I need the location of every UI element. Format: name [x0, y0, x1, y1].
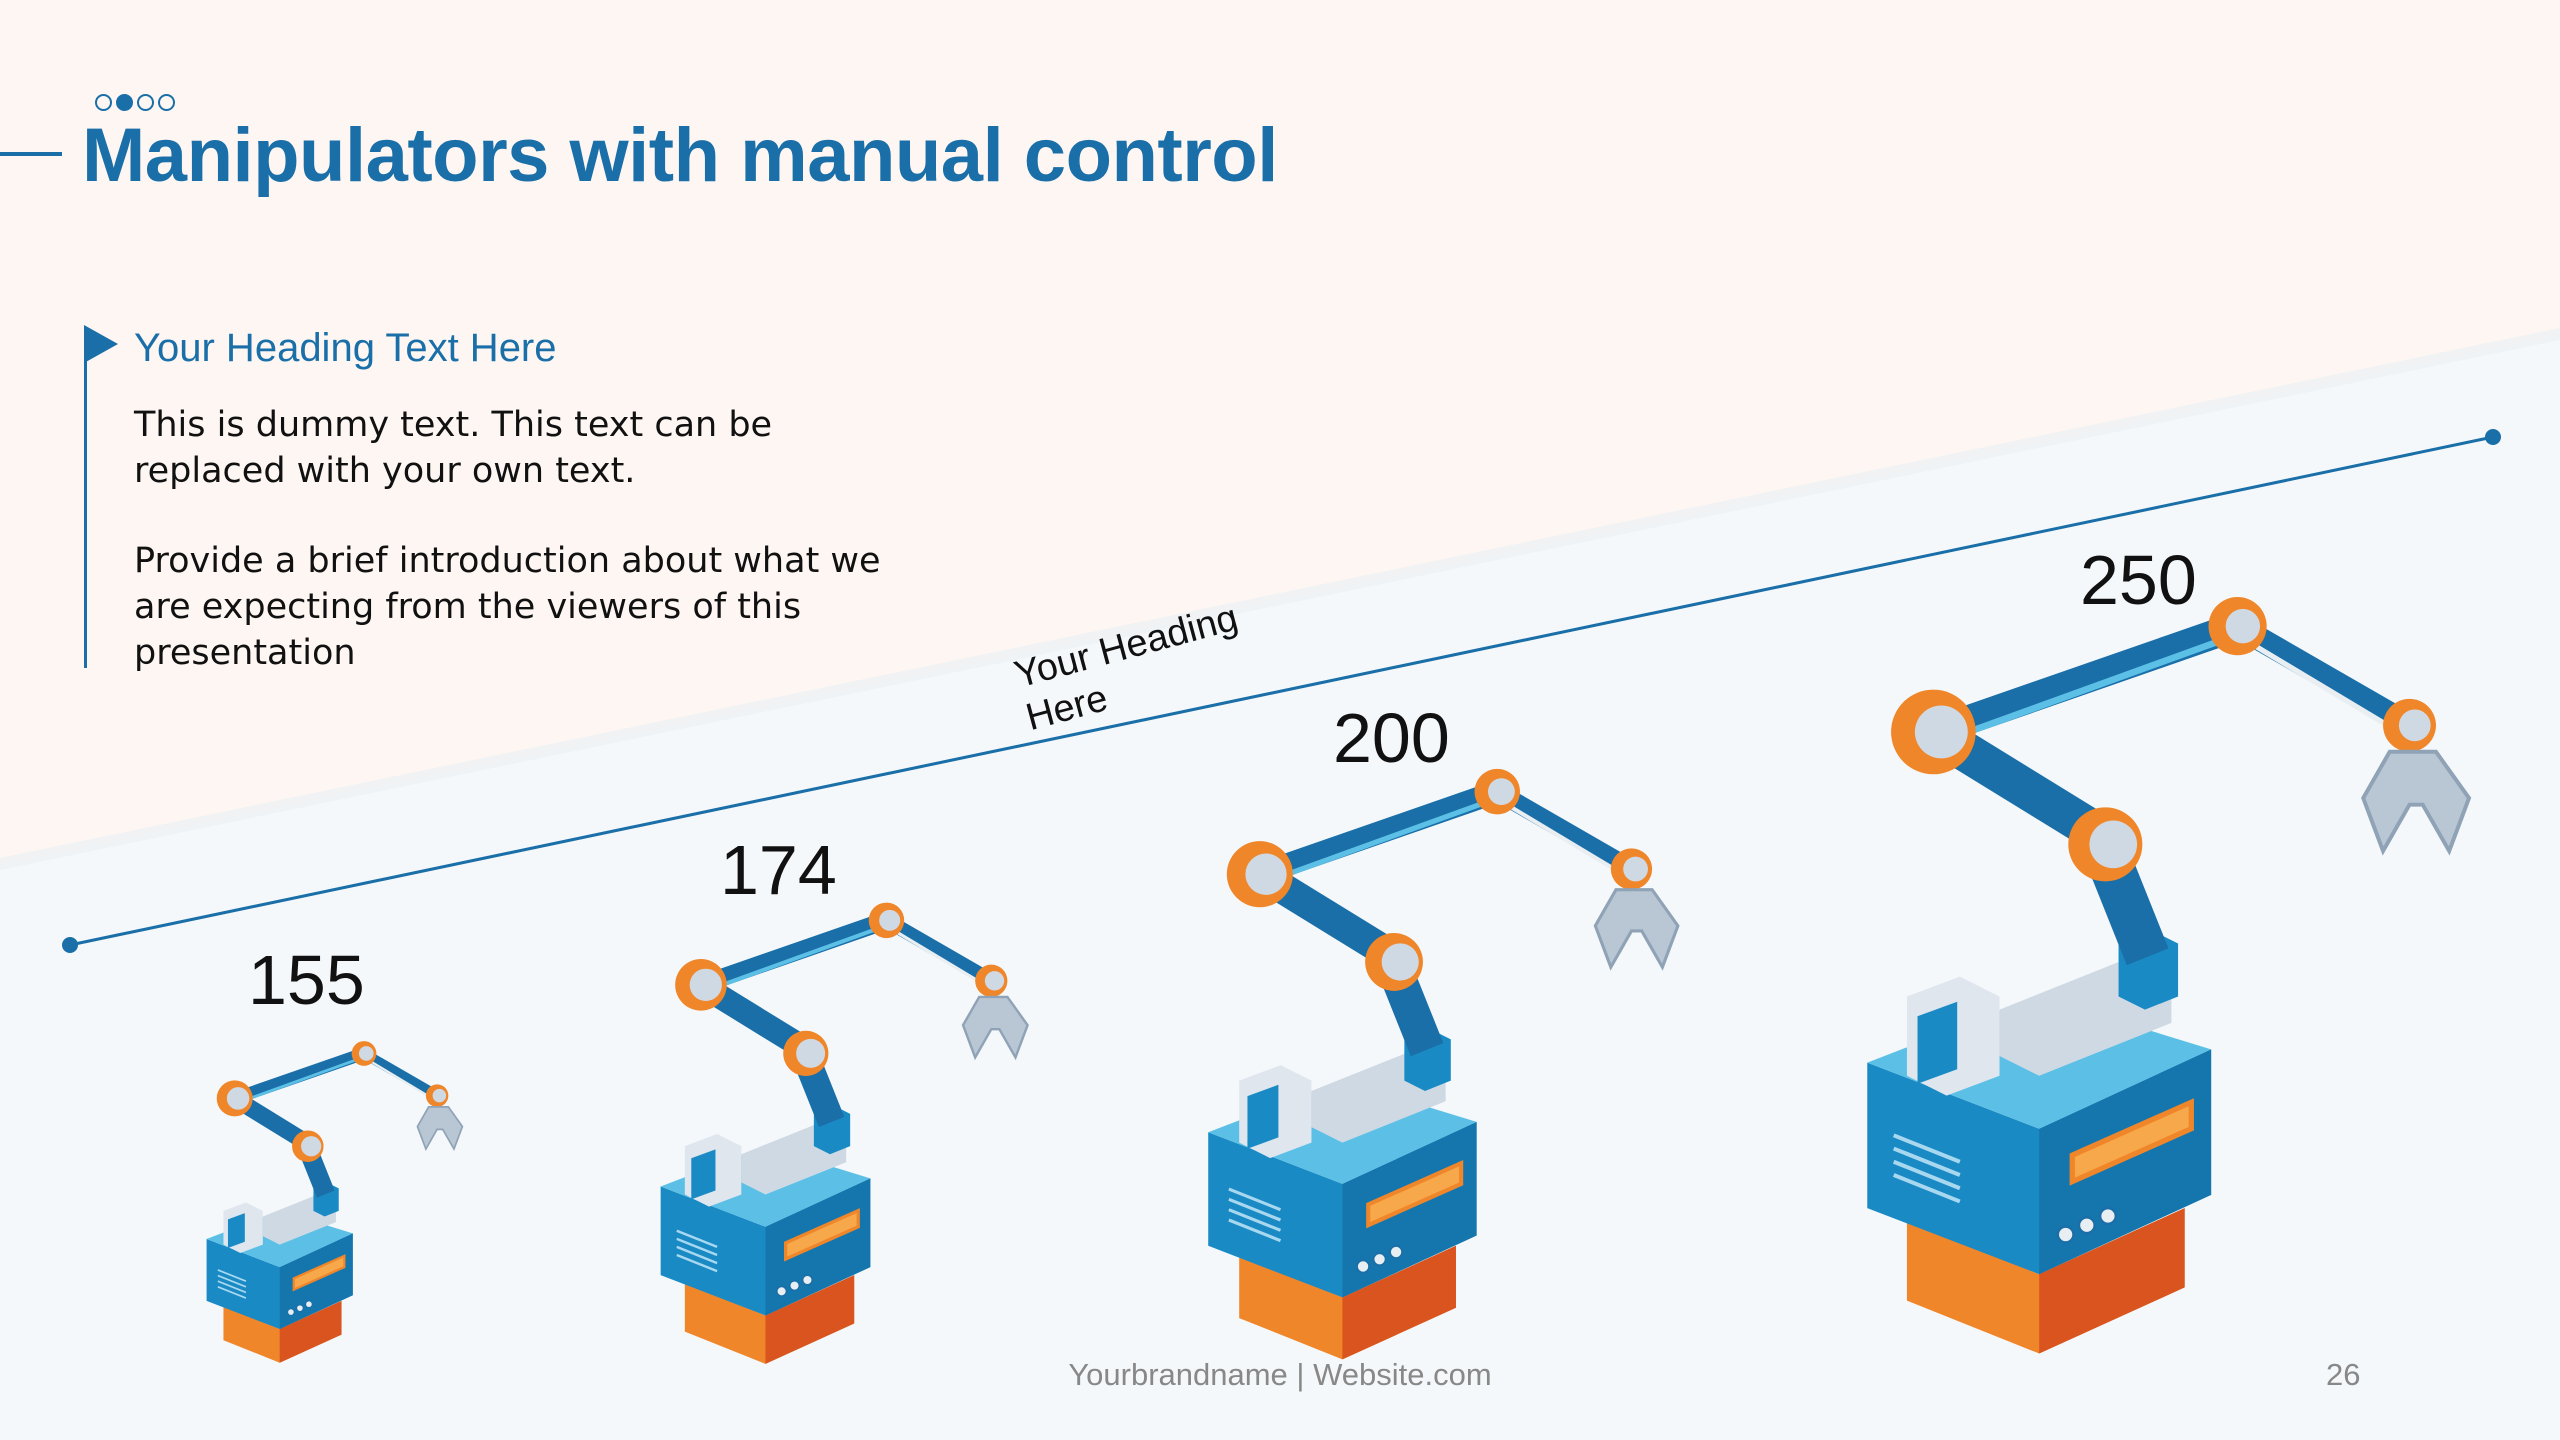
value-label-2: 174 — [720, 831, 837, 909]
slide-title: Manipulators with manual control — [82, 113, 1278, 198]
heading-flag-icon — [84, 325, 118, 363]
slide-dots-icon — [95, 94, 175, 111]
page-number: 26 — [2326, 1357, 2361, 1392]
paragraph-2: Provide a brief introduction about what … — [134, 541, 881, 673]
trend-line-end-dot — [2485, 429, 2501, 445]
content-vertical-bar — [84, 330, 87, 668]
paragraph-1: This is dummy text. This text can be rep… — [134, 405, 773, 491]
trend-line-start-dot — [62, 937, 78, 953]
content-heading: Your Heading Text Here — [134, 326, 557, 370]
value-label-3: 200 — [1333, 699, 1450, 777]
title-accent-line — [0, 152, 62, 156]
robot-arm-icon — [1095, 740, 1755, 1380]
value-label-1: 155 — [248, 941, 365, 1019]
robot-arm-icon — [570, 880, 1090, 1380]
value-label-4: 250 — [2080, 541, 2197, 619]
robot-arm-icon — [1755, 560, 2535, 1380]
footer-brand: Yourbrandname | Website.com — [1068, 1357, 1492, 1392]
content-body: This is dummy text. This text can be rep… — [134, 402, 894, 720]
